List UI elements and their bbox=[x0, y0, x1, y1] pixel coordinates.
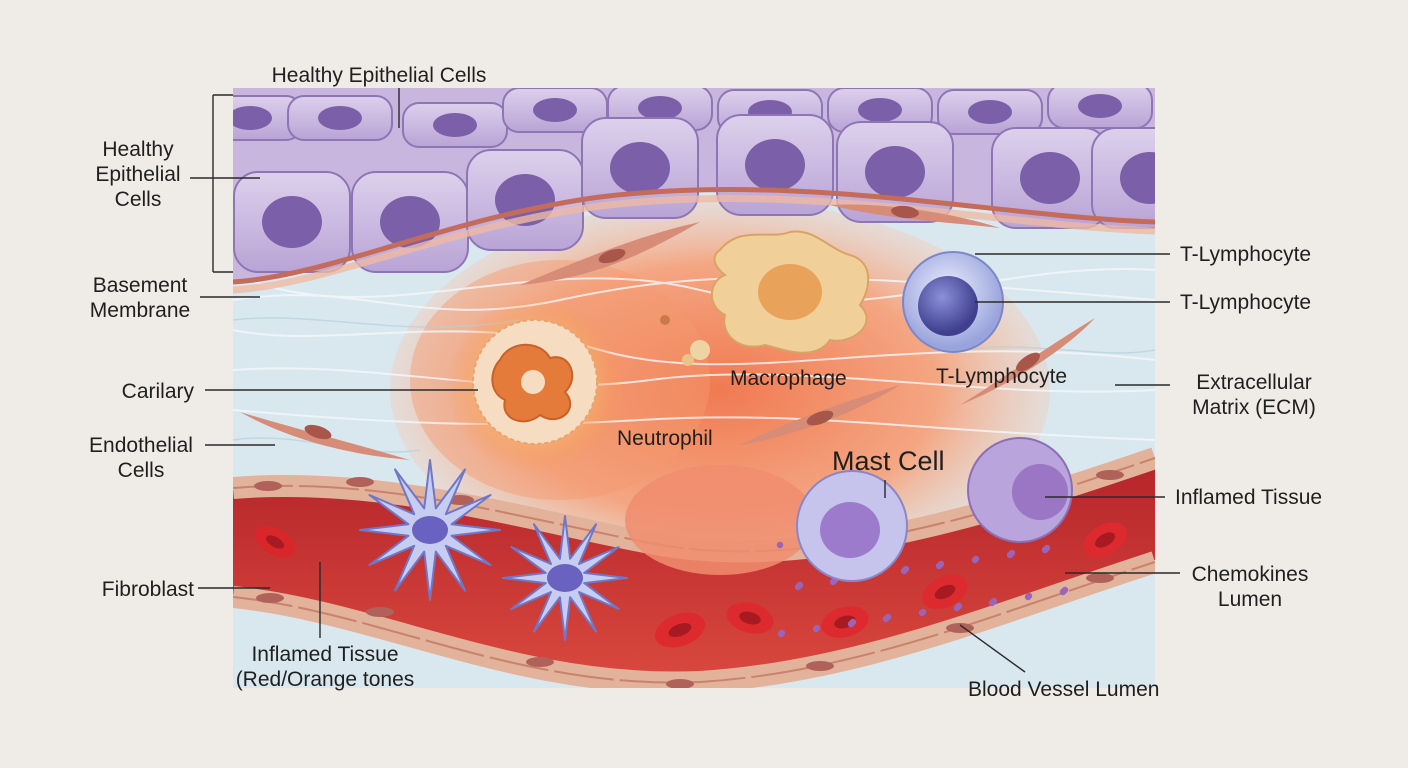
label-inflamed-tissue-right: Inflamed Tissue bbox=[1175, 486, 1323, 509]
chemokine-dot bbox=[884, 613, 892, 621]
chemokine-dot bbox=[919, 608, 927, 616]
label-inflamed-tissue-bottom: Inflamed Tissue (Red/Orange tones bbox=[235, 643, 415, 691]
label-fibroblast: Fibroblast bbox=[101, 578, 194, 601]
chemokine-particles bbox=[776, 541, 1069, 638]
basement-membrane bbox=[233, 186, 1155, 285]
chemokine-dot bbox=[778, 629, 786, 637]
t-lymphocyte-cell bbox=[902, 251, 1004, 353]
epithelial-cells bbox=[233, 88, 1155, 273]
epithelial-cell bbox=[1091, 127, 1155, 229]
label-endothelial-cells: Endothelial Cells bbox=[89, 434, 193, 482]
epithelial-cell bbox=[287, 95, 393, 141]
tissue-bulge bbox=[625, 465, 815, 575]
label-basement-membrane: Basement Membrane bbox=[89, 274, 191, 322]
chemokine-dot bbox=[955, 602, 963, 610]
red-blood-cells bbox=[254, 522, 1128, 648]
mast-cell bbox=[796, 470, 908, 582]
epithelial-cell bbox=[351, 171, 469, 273]
chemokine-dot bbox=[776, 541, 784, 549]
label-carilary: Carilary bbox=[121, 380, 194, 403]
chemokine-dot bbox=[796, 581, 804, 589]
chemokine-dot bbox=[990, 597, 998, 605]
chemokine-dot bbox=[1043, 544, 1051, 552]
epithelial-cell bbox=[233, 95, 303, 141]
label-ecm: Extracellular Matrix (ECM) bbox=[1192, 371, 1316, 419]
chemokine-dot bbox=[1008, 549, 1016, 557]
chemokine-dot bbox=[849, 618, 857, 626]
label-healthy-epithelial-top: Healthy Epithelial Cells bbox=[271, 64, 487, 87]
epithelial-cell bbox=[937, 89, 1043, 135]
label-t-lymphocyte-2: T-Lymphocyte bbox=[1180, 291, 1312, 314]
fibroblasts bbox=[240, 204, 1095, 460]
epithelial-cell bbox=[1047, 88, 1153, 129]
label-chemokines-lumen: Chemokines Lumen bbox=[1191, 563, 1309, 611]
dendritic-cell bbox=[502, 515, 628, 641]
epithelial-cell bbox=[402, 102, 508, 148]
dendritic-cell bbox=[359, 459, 501, 601]
label-mast-cell: Mast Cell bbox=[832, 446, 945, 476]
label-t-lymphocyte-inner: T-Lymphocyte bbox=[936, 365, 1068, 388]
chemokine-dot bbox=[937, 560, 945, 568]
label-t-lymphocyte-1: T-Lymphocyte bbox=[1180, 243, 1312, 266]
chemokine-dot bbox=[1061, 586, 1069, 594]
chemokine-dot bbox=[972, 555, 980, 563]
epithelial-cell bbox=[991, 127, 1109, 229]
macrophage-cell bbox=[660, 230, 870, 366]
label-healthy-epithelial-left: Healthy Epithelial Cells bbox=[95, 138, 181, 211]
leader-lines bbox=[190, 88, 1180, 673]
chemokine-dot bbox=[1025, 592, 1033, 600]
neutrophil-cell bbox=[447, 297, 623, 473]
label-neutrophil: Neutrophil bbox=[617, 427, 713, 450]
label-macrophage: Macrophage bbox=[730, 367, 847, 390]
label-blood-vessel-lumen: Blood Vessel Lumen bbox=[968, 678, 1160, 701]
granule-cell bbox=[967, 437, 1073, 543]
dendritic-cells bbox=[359, 459, 628, 641]
epithelial-cell bbox=[502, 88, 608, 133]
chemokine-dot bbox=[902, 565, 910, 573]
epithelial-cell bbox=[233, 171, 351, 273]
chemokine-dot bbox=[813, 624, 821, 632]
